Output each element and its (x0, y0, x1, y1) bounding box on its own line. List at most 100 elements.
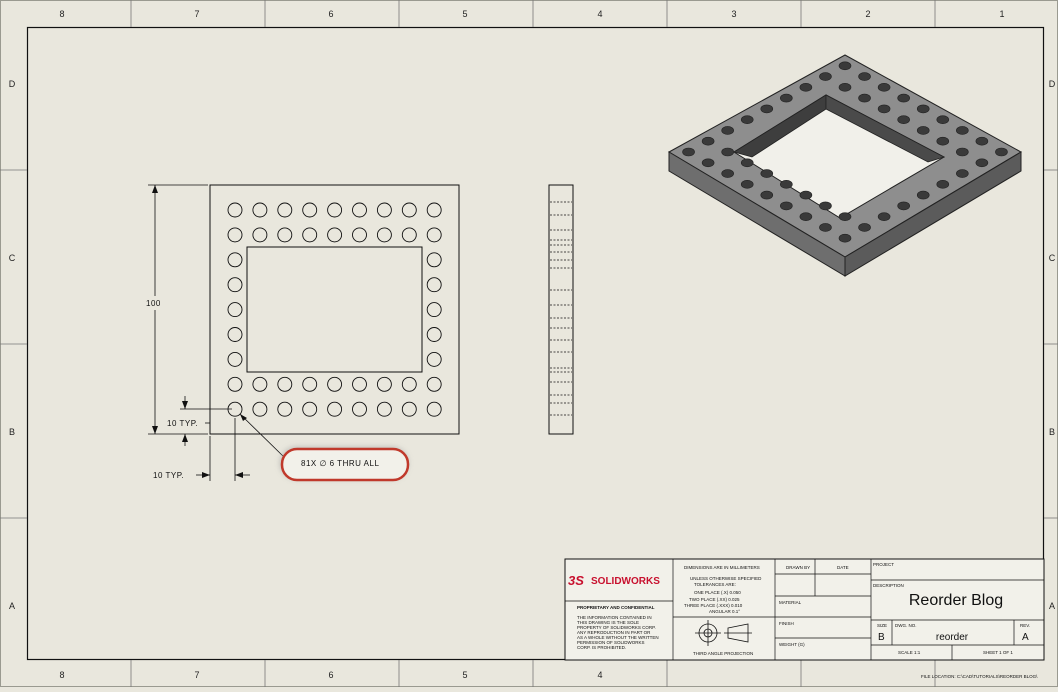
iso-hole-icon (682, 147, 695, 157)
iso-hole-icon (760, 169, 774, 178)
zone-row-c: C (9, 253, 16, 263)
iso-hole-icon (897, 93, 910, 103)
tolerance-two-place: TWO PLACE (.XX) 0.025 (689, 597, 740, 602)
weight-label: WEIGHT (G) (779, 642, 805, 647)
zone-col-8: 8 (59, 9, 64, 19)
finish-label: FINISH (779, 621, 794, 626)
proprietary-line-7: CORP. IS PROHIBITED. (577, 645, 626, 650)
iso-hole-icon (975, 158, 989, 168)
dim-height-100[interactable]: 100 (146, 299, 161, 308)
hole-icon (376, 401, 392, 417)
dim-horizontal-10-typ[interactable]: 10 TYP. (153, 471, 184, 480)
dimension-arrows (152, 185, 247, 478)
iso-hole-icon (721, 147, 734, 157)
hole-icon (252, 227, 268, 243)
dwg-no-label: DWG. NO. (895, 623, 917, 628)
iso-hole-icon (838, 212, 852, 221)
isometric-view[interactable] (667, 54, 1023, 277)
hole-icon (227, 227, 243, 243)
hole-icon (227, 252, 243, 268)
date-label: DATE (837, 565, 849, 570)
front-view-cutout (246, 246, 423, 373)
hole-icon (401, 401, 417, 417)
hole-icon (277, 202, 293, 218)
dim-vertical-10-typ[interactable]: 10 TYP. (167, 419, 198, 428)
hole-icon (376, 202, 392, 218)
hole-icon (227, 202, 243, 218)
dwg-no-value[interactable]: reorder (936, 632, 969, 643)
tolerance-angular: ANGULAR 0.1° (709, 609, 740, 614)
hole-icon (352, 202, 367, 218)
front-view[interactable] (209, 184, 460, 435)
iso-hole-icon (760, 104, 774, 114)
hole-icon (227, 376, 243, 392)
iso-hole-icon (916, 126, 930, 135)
hole-icon (327, 202, 343, 218)
proprietary-line-5: AS A WHOLE WITHOUT THE WRITTEN (577, 635, 659, 640)
rev-value: A (1022, 632, 1029, 643)
iso-hole-icon (819, 201, 832, 211)
iso-hole-icon (936, 180, 950, 189)
iso-hole-icon (740, 158, 754, 168)
iso-hole-icon (956, 126, 969, 135)
hole-icon (227, 277, 243, 293)
proprietary-line-6: PERMISSION OF SOLIDWORKS (577, 640, 645, 645)
svg-text:3S: 3S (568, 573, 584, 588)
zone-row-d: D (9, 79, 16, 89)
tolerances-label: TOLERANCES ARE: (694, 582, 736, 587)
hole-icon (327, 227, 343, 243)
iso-hole-icon (897, 201, 910, 211)
iso-hole-icon (701, 136, 715, 146)
hole-icon (426, 351, 442, 367)
iso-hole-icon (975, 136, 989, 146)
zone-col-1: 1 (999, 9, 1004, 19)
iso-hole-icon (799, 190, 813, 200)
hole-icon (426, 202, 442, 218)
hole-icon (252, 401, 268, 417)
hole-icon (327, 376, 343, 392)
hole-icon (302, 202, 318, 218)
side-view[interactable] (548, 184, 574, 435)
hole-icon (252, 202, 268, 218)
iso-hole-icon (721, 126, 734, 135)
tolerance-three-place: THREE PLACE (.XXX) 0.010 (684, 603, 743, 608)
iso-hole-icon (799, 83, 813, 92)
proprietary-title: PROPRIETARY AND CONFIDENTIAL (577, 605, 655, 610)
inner-border (26, 26, 1045, 661)
hole-icon (426, 252, 442, 268)
proprietary-line-3: PROPERTY OF SOLIDWORKS CORP. (577, 625, 656, 630)
hole-icon (277, 376, 293, 392)
unless-note: UNLESS OTHERWISE SPECIFIED (690, 576, 762, 581)
hole-icon (227, 327, 243, 342)
svg-text:SOLIDWORKS: SOLIDWORKS (591, 576, 660, 587)
title-block[interactable]: 3S SOLIDWORKS PROPRIETARY AND CONFIDENTI… (564, 558, 1045, 661)
zone-col-7: 7 (194, 9, 199, 19)
iso-hole-icon (780, 180, 793, 189)
zone-row-a-right: A (1049, 601, 1055, 611)
iso-hole-icon (877, 104, 891, 114)
iso-hole-icon (721, 169, 734, 178)
iso-hole-icon (936, 136, 950, 146)
hole-icon (352, 376, 367, 392)
callout-red-ellipse (280, 447, 410, 482)
iso-hole-icon (897, 115, 910, 124)
projection-label: THIRD ANGLE PROJECTION (693, 651, 753, 656)
hole-icon (252, 376, 268, 392)
zone-col-6-bottom: 6 (328, 670, 333, 680)
zone-row-a: A (9, 601, 15, 611)
iso-right-side (844, 151, 1022, 277)
hole-callout-highlight (280, 447, 410, 482)
hole-callout-text[interactable]: 81X ∅ 6 THRU ALL (301, 459, 379, 468)
third-angle-projection-icon (695, 620, 752, 646)
iso-hole-icon (877, 83, 891, 92)
drawn-by-label: DRAWN BY (786, 565, 810, 570)
hole-icon (401, 376, 417, 392)
description-label: DESCRIPTION (873, 583, 904, 588)
zone-col-8-bottom: 8 (59, 670, 64, 680)
project-label: PROJECT (873, 562, 894, 567)
description-value[interactable]: Reorder Blog (909, 592, 1003, 609)
solidworks-logo: 3S SOLIDWORKS (568, 573, 660, 588)
zone-col-5-bottom: 5 (462, 670, 467, 680)
dimension-lines (148, 184, 299, 481)
